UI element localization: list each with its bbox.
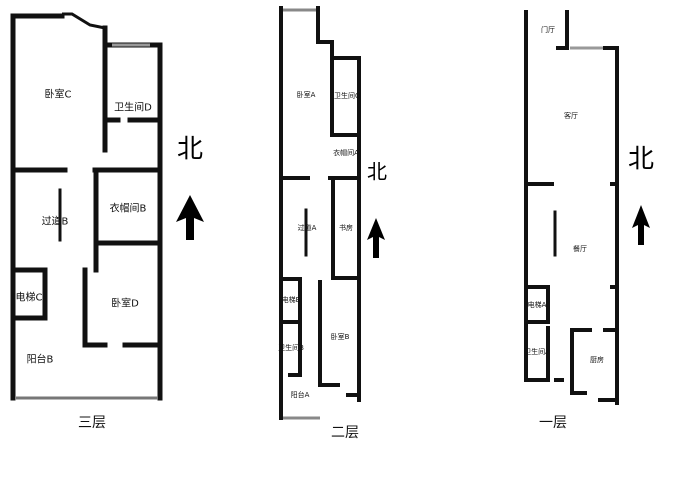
north-label: 北: [176, 134, 204, 165]
room-label: 书房: [339, 224, 353, 232]
room-label: 衣帽间B: [109, 203, 147, 215]
room-label: 卧室C: [44, 89, 72, 101]
room-label: 阳台A: [290, 391, 310, 399]
room-label: 卫生间D: [114, 102, 152, 114]
room-label: 餐厅: [573, 245, 587, 253]
room-label: 电梯C: [15, 292, 43, 304]
room-label: 卫生间C: [334, 92, 360, 100]
room-label: 卧室B: [330, 333, 350, 341]
room-label: 门厅: [541, 26, 555, 34]
room-label: 卫生间A: [524, 348, 550, 356]
room-label: 卧室D: [111, 298, 139, 310]
room-label: 阳台B: [26, 354, 54, 366]
north-label: 北: [367, 159, 387, 184]
room-label: 卧室A: [296, 91, 316, 99]
room-label: 过道A: [297, 224, 317, 232]
floor-title: 三层: [78, 415, 106, 431]
room-label: 电梯B: [281, 296, 301, 304]
north-label: 北: [627, 144, 655, 175]
room-label: 电梯A: [527, 301, 547, 309]
room-label: 厨房: [590, 356, 604, 364]
room-label: 卫生间B: [278, 344, 304, 352]
floor-title: 一层: [539, 415, 567, 431]
room-label: 过道B: [41, 216, 69, 228]
floor-title: 二层: [331, 425, 359, 441]
room-label: 客厅: [564, 112, 578, 120]
room-label: 衣帽间A: [333, 149, 359, 157]
